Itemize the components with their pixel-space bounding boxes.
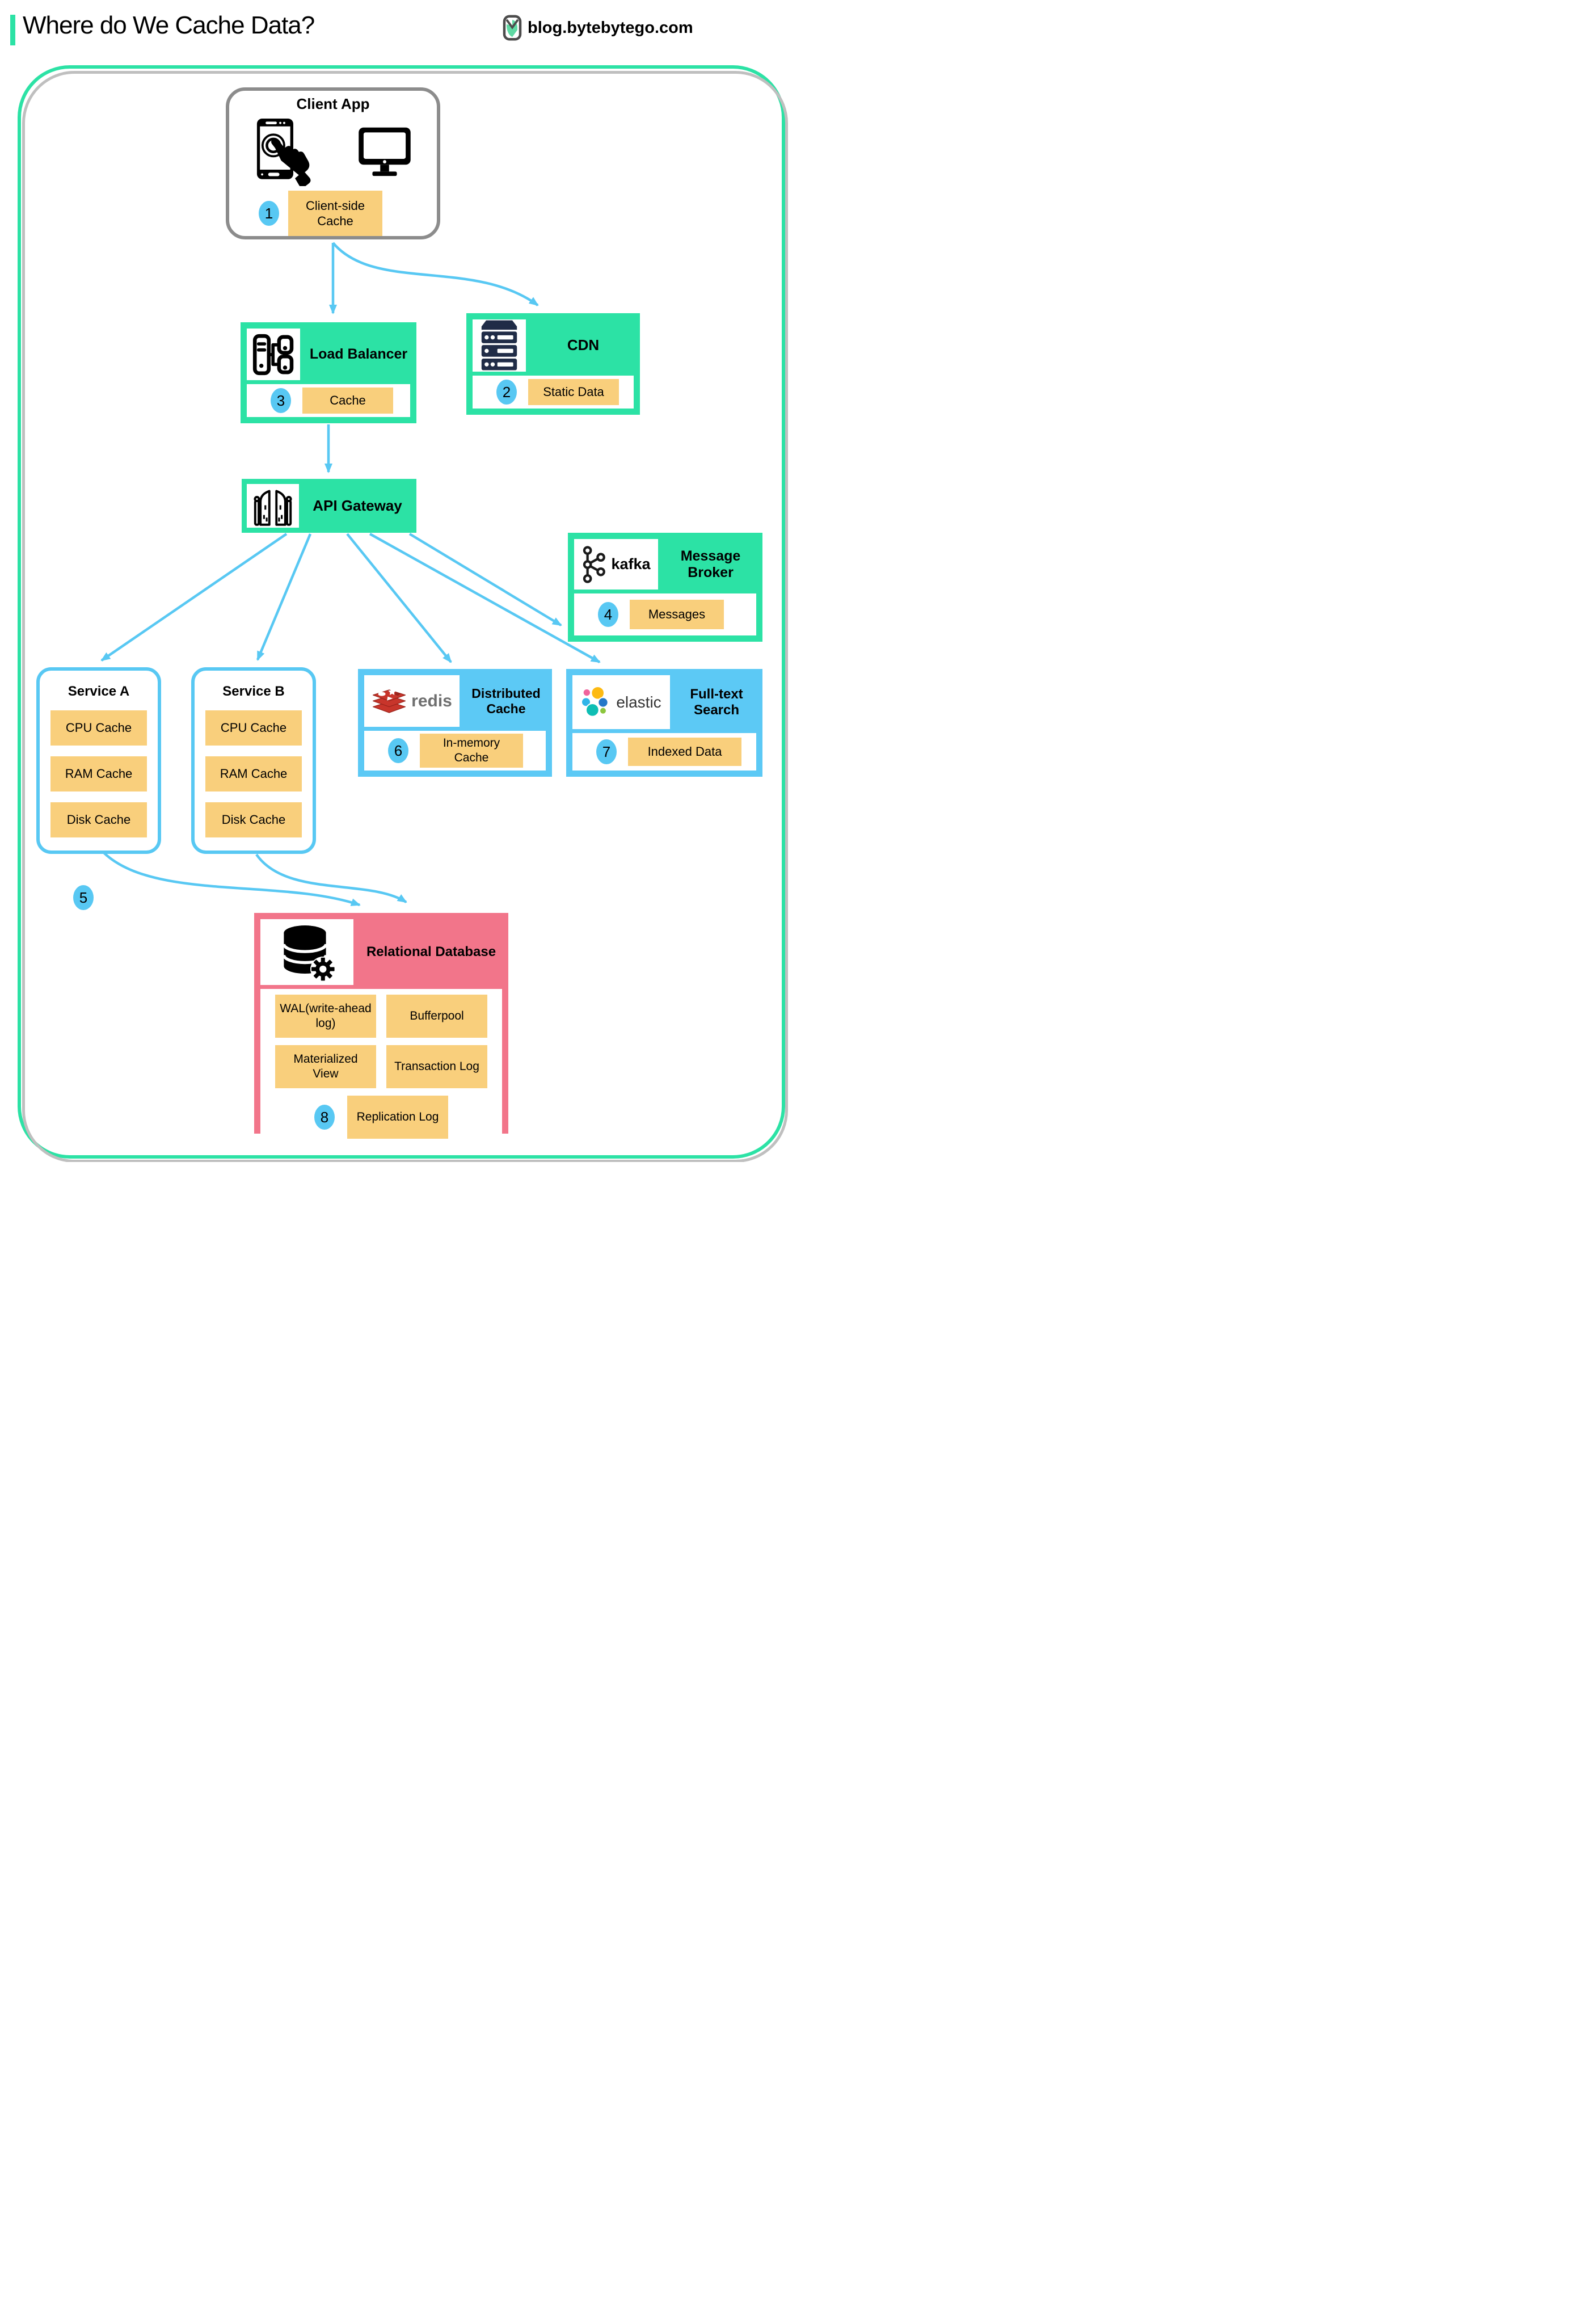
- service-a-cpu-cache-pill: CPU Cache: [50, 710, 147, 746]
- node-fulltext-search: elastic Full-text Search 7 Indexed Data: [566, 669, 762, 777]
- step-badge-6: 6: [388, 738, 408, 763]
- service-b-disk-cache-pill: Disk Cache: [205, 802, 302, 837]
- service-a-title: Service A: [68, 684, 130, 699]
- messages-pill: Messages: [630, 600, 724, 629]
- kafka-wordmark: kafka: [611, 555, 651, 572]
- page-title: Where do We Cache Data?: [23, 11, 315, 39]
- step-badge-3: 3: [271, 388, 291, 413]
- step-badge-5: 5: [73, 885, 94, 910]
- api-gateway-title: API Gateway: [313, 496, 402, 514]
- node-distributed-cache: redis Distributed Cache 6 In-memory Cach…: [358, 669, 552, 777]
- redis-wordmark: redis: [411, 691, 452, 710]
- fulltext-search-title: Full-text Search: [690, 686, 743, 718]
- replication-log-pill: Replication Log: [347, 1096, 448, 1139]
- cdn-server-icon: [475, 319, 523, 372]
- service-a-disk-cache-pill: Disk Cache: [50, 802, 147, 837]
- node-load-balancer: Load Balancer 3 Cache: [241, 322, 416, 423]
- service-b-cpu-cache-pill: CPU Cache: [205, 710, 302, 746]
- redis-icon: [372, 686, 407, 717]
- wal-pill: WAL(write-ahead log): [275, 995, 376, 1038]
- elastic-icon: [581, 686, 612, 718]
- elastic-wordmark: elastic: [616, 693, 661, 711]
- node-message-broker: kafka Message Broker 4 Messages: [568, 533, 762, 642]
- node-cdn: CDN 2 Static Data: [466, 313, 640, 415]
- in-memory-cache-pill: In-memory Cache: [420, 734, 523, 768]
- phone-touch-icon: [248, 117, 323, 186]
- step-badge-4: 4: [598, 602, 618, 627]
- desktop-icon: [357, 127, 412, 176]
- infographic-page: Where do We Cache Data? blog.bytebytego.…: [0, 0, 796, 1162]
- service-a-ram-cache-pill: RAM Cache: [50, 756, 147, 791]
- node-client-app: Client App: [226, 87, 440, 239]
- relational-db-title: Relational Database: [366, 944, 496, 960]
- bufferpool-pill: Bufferpool: [386, 995, 487, 1038]
- service-b-ram-cache-pill: RAM Cache: [205, 756, 302, 791]
- node-service-b: Service B CPU Cache RAM Cache Disk Cache: [191, 667, 316, 854]
- materialized-view-pill: Materialized View: [275, 1045, 376, 1088]
- transaction-log-pill: Transaction Log: [386, 1045, 487, 1088]
- step-badge-7: 7: [596, 739, 617, 764]
- step-badge-1: 1: [259, 201, 279, 226]
- load-balancer-icon: [250, 331, 297, 378]
- indexed-data-pill: Indexed Data: [628, 738, 741, 766]
- cdn-static-data-pill: Static Data: [528, 379, 619, 405]
- step-badge-8: 8: [314, 1105, 335, 1130]
- service-b-title: Service B: [222, 684, 285, 699]
- message-broker-title: Message Broker: [680, 548, 741, 580]
- cdn-title: CDN: [567, 336, 600, 354]
- kafka-icon: [581, 545, 606, 583]
- client-app-icons: [229, 113, 437, 186]
- bytebytego-logo-icon: [503, 15, 522, 41]
- api-gateway-icon: [251, 484, 295, 528]
- load-balancer-title: Load Balancer: [309, 346, 408, 363]
- client-side-cache-pill: Client-side Cache: [288, 191, 382, 236]
- distributed-cache-title: Distributed Cache: [471, 686, 541, 716]
- lb-cache-pill: Cache: [302, 388, 393, 414]
- node-relational-db: Relational Database WAL(write-ahead log)…: [254, 913, 508, 1144]
- node-api-gateway: API Gateway: [242, 479, 416, 533]
- database-gear-icon: [277, 922, 337, 982]
- step-badge-2: 2: [496, 380, 517, 405]
- node-service-a: Service A CPU Cache RAM Cache Disk Cache: [36, 667, 161, 854]
- client-app-title: Client App: [296, 95, 370, 112]
- site-url: blog.bytebytego.com: [528, 19, 693, 37]
- title-accent-bar: [10, 15, 15, 45]
